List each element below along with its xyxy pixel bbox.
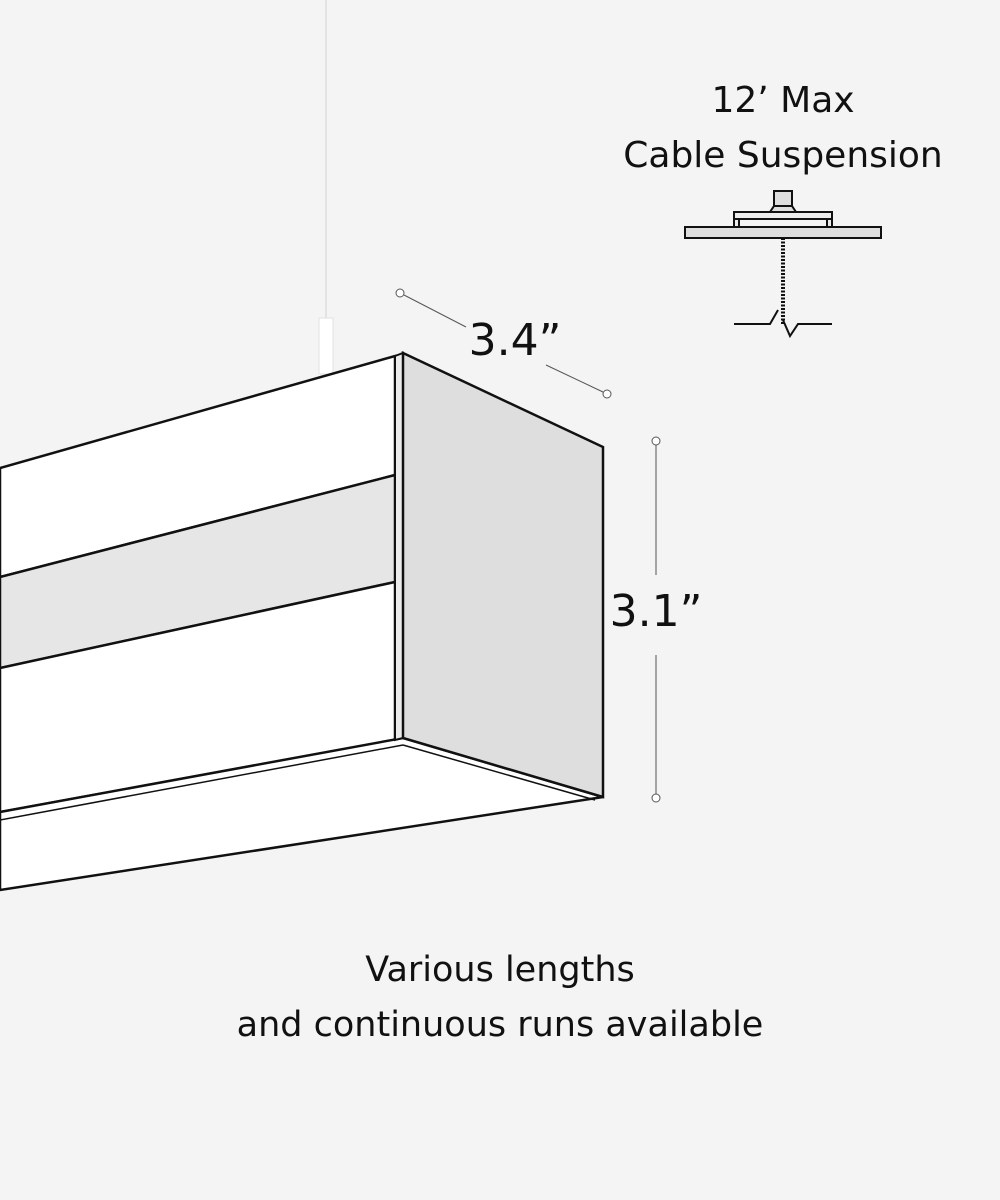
height-dimension-label: 3.1” [609, 586, 703, 637]
dimension-point [395, 288, 405, 298]
dimension-point [651, 793, 661, 803]
cable-suspension-detail-icon [684, 190, 882, 339]
dimension-point [602, 389, 612, 399]
dimension-point [651, 436, 661, 446]
cable-gripper [318, 317, 334, 375]
width-dimension-label: 3.4” [468, 315, 562, 366]
caption-line2: and continuous runs available [236, 1005, 764, 1045]
suspension-title-line1: 12’ Max [711, 80, 855, 121]
caption-line1: Various lengths [365, 950, 635, 990]
end-cap [401, 351, 605, 799]
suspension-title-line2: Cable Suspension [623, 135, 943, 176]
